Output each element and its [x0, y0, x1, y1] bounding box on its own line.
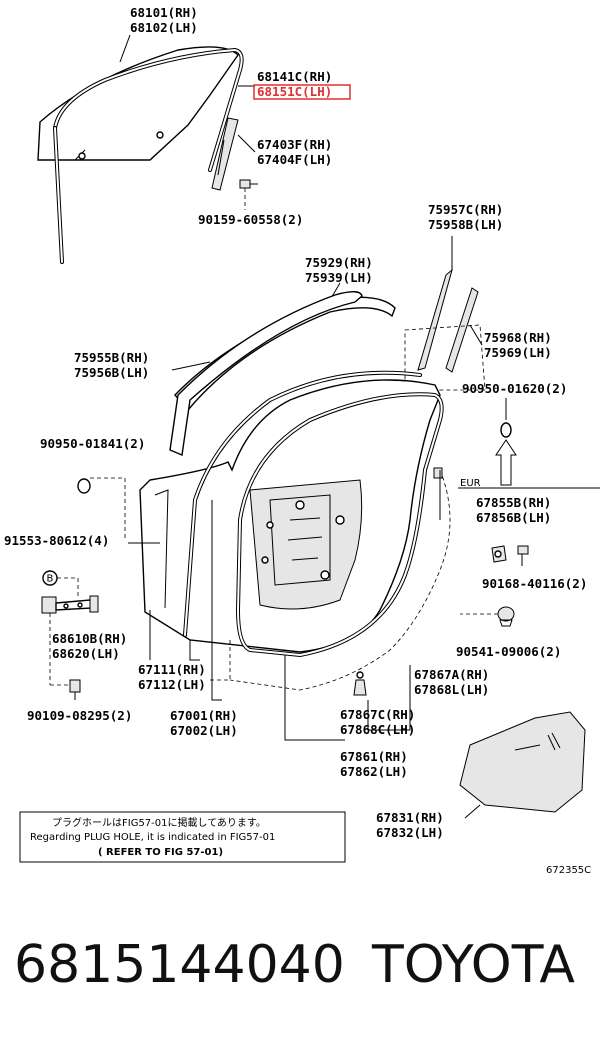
label-67868c: 67868C(LH) [340, 722, 415, 737]
note-line-jp: プラグホールはFIG57-01に掲載してあります。 [52, 816, 266, 829]
label-90950-01620: 90950-01620(2) [462, 381, 567, 396]
label-68620: 68620(LH) [52, 646, 120, 661]
frame-moulding [169, 291, 363, 456]
plug-hole-cover-1841 [77, 478, 91, 494]
highlight-box [253, 84, 351, 100]
label-68141c: 68141C(RH) [257, 69, 332, 84]
label-90109: 90109-08295(2) [27, 708, 132, 723]
footer: 6815144040 TOYOTA [0, 935, 600, 1015]
label-67403f: 67403F(RH) [257, 137, 332, 152]
brand-name: TOYOTA [372, 935, 575, 995]
inner-seal [183, 370, 422, 637]
label-90168: 90168-40116(2) [482, 576, 587, 591]
label-67111: 67111(RH) [138, 662, 206, 677]
label-67404f: 67404F(LH) [257, 152, 332, 167]
label-91553: 91553-80612(4) [4, 533, 109, 548]
rear-lower-channel [211, 117, 239, 191]
label-75968: 75968(RH) [484, 330, 552, 345]
screw-90168 [517, 545, 529, 566]
door-check [41, 595, 99, 614]
cushion-90541 [497, 606, 515, 627]
label-67831: 67831(RH) [376, 810, 444, 825]
bolt-90109 [69, 679, 81, 700]
label-75955b: 75955B(RH) [74, 350, 149, 365]
arrow-up-icon [495, 439, 517, 486]
label-68610b: 68610B(RH) [52, 631, 127, 646]
plug-hole-cover-1620 [500, 422, 512, 438]
label-67862: 67862(LH) [340, 764, 408, 779]
glass-run [53, 47, 244, 264]
note-line-refer: ( REFER TO FIG 57-01) [98, 847, 223, 858]
label-75969: 75969(LH) [484, 345, 552, 360]
door-panel [139, 379, 441, 653]
clip-67855 [491, 545, 507, 563]
figure-code: 672355C [546, 865, 591, 876]
label-67867a: 67867A(RH) [414, 667, 489, 682]
label-67867c: 67867C(RH) [340, 707, 415, 722]
label-67112: 67112(LH) [138, 677, 206, 692]
bolt-90159 [239, 179, 258, 189]
label-75939: 75939(LH) [305, 270, 373, 285]
label-67868l: 67868L(LH) [414, 682, 489, 697]
label-75958b: 75958B(LH) [428, 217, 503, 232]
label-67001: 67001(RH) [170, 708, 238, 723]
note-line-en: Regarding PLUG HOLE, it is indicated in … [30, 832, 275, 843]
label-75929: 75929(RH) [305, 255, 373, 270]
label-75957c: 75957C(RH) [428, 202, 503, 217]
clip-door [433, 467, 443, 479]
part-number: 6815144040 [14, 935, 345, 995]
label-67856b: 67856B(LH) [476, 510, 551, 525]
service-hole-cover [459, 711, 586, 813]
label-68101: 68101(RH) [130, 5, 198, 20]
label-eur: EUR [460, 478, 481, 489]
label-circle-b: B [47, 574, 54, 585]
label-90950-01841: 90950-01841(2) [40, 436, 145, 451]
pillar-garnish-rear [445, 287, 479, 373]
door-weatherstrip [235, 392, 444, 658]
label-90541: 90541-09006(2) [456, 644, 561, 659]
label-67861: 67861(RH) [340, 749, 408, 764]
label-75956b: 75956B(LH) [74, 365, 149, 380]
plug-hole-note: プラグホールはFIG57-01に掲載してあります。 Regarding PLUG… [19, 811, 346, 863]
label-90159: 90159-60558(2) [198, 212, 303, 227]
parts-diagram: 68101(RH) 68102(LH) 68141C(RH) 68151C(LH… [4, 5, 600, 876]
label-68151c-highlighted: 68151C(LH) [257, 84, 332, 99]
label-67832: 67832(LH) [376, 825, 444, 840]
label-67855b: 67855B(RH) [476, 495, 551, 510]
pillar-garnish-front [417, 268, 453, 371]
label-67002: 67002(LH) [170, 723, 238, 738]
clip-67867c [353, 671, 367, 696]
label-68102: 68102(LH) [130, 20, 198, 35]
